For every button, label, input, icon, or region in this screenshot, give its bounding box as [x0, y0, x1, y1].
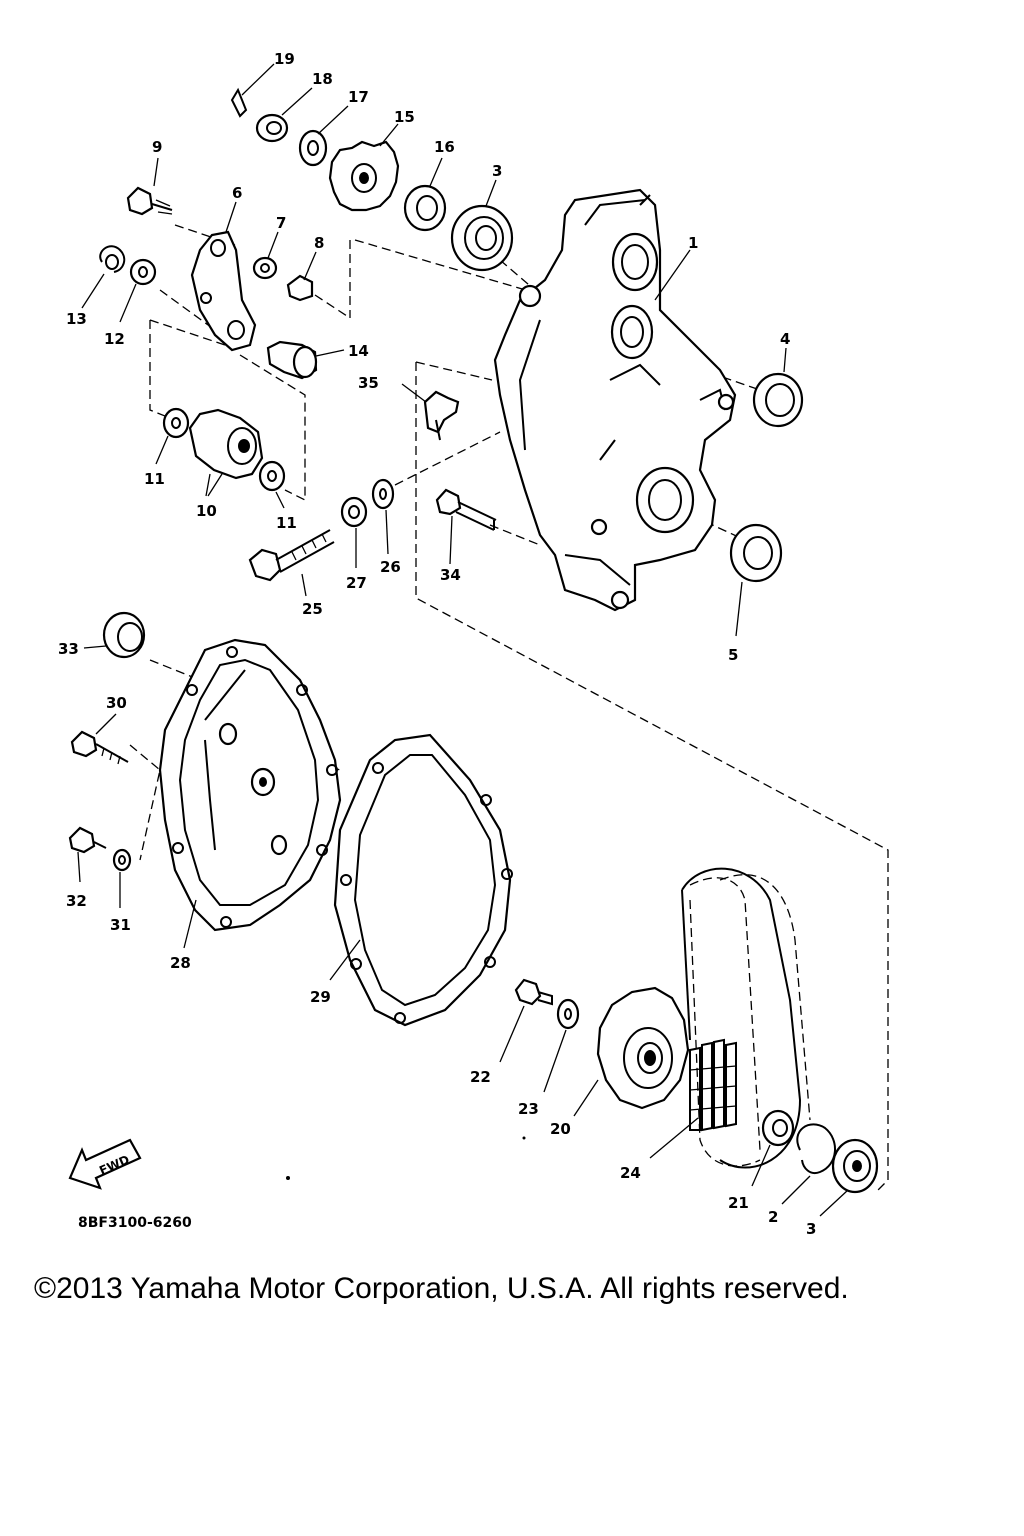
fitting-35 — [423, 390, 460, 441]
roller-10 — [188, 408, 264, 480]
callout-21: 21 — [728, 1194, 749, 1212]
washer-31 — [112, 848, 132, 872]
oil-seal-4 — [752, 372, 804, 428]
copyright-notice: ©2013 Yamaha Motor Corporation, U.S.A. A… — [34, 1272, 849, 1305]
callout-22: 22 — [470, 1068, 491, 1086]
callout-7: 7 — [276, 214, 286, 232]
cap-33 — [102, 611, 146, 659]
bolt-22 — [514, 978, 553, 1006]
chain-24 — [681, 867, 802, 1169]
fwd-arrow-icon: FWD — [68, 1138, 142, 1190]
callout-18: 18 — [312, 70, 333, 88]
bracket-arm-6 — [190, 230, 257, 352]
callout-28: 28 — [170, 954, 191, 972]
callout-35: 35 — [358, 374, 379, 392]
callouts: 19 18 17 15 16 3 9 6 7 8 1 13 12 14 35 4… — [58, 50, 816, 1238]
callout-23: 23 — [518, 1100, 539, 1118]
callout-27: 27 — [346, 574, 367, 592]
callout-19: 19 — [274, 50, 295, 68]
bolt-32 — [68, 826, 107, 854]
plug-8 — [286, 274, 314, 302]
circlip-2 — [796, 1123, 836, 1174]
nut-27 — [340, 496, 368, 528]
washer-12 — [129, 258, 157, 286]
callout-26: 26 — [380, 558, 401, 576]
washer-17 — [298, 129, 328, 167]
callout-5: 5 — [728, 646, 738, 664]
callout-20: 20 — [550, 1120, 571, 1138]
callout-29: 29 — [310, 988, 331, 1006]
callout-15: 15 — [394, 108, 415, 126]
callout-17: 17 — [348, 88, 369, 106]
cover-plate-28 — [158, 638, 342, 932]
callout-14: 14 — [348, 342, 369, 360]
callout-13: 13 — [66, 310, 87, 328]
callout-6: 6 — [232, 184, 242, 202]
diagram-code: 8BF3100-6260 — [78, 1215, 192, 1231]
callout-3b: 3 — [806, 1220, 816, 1238]
bolt-30 — [70, 730, 129, 765]
washer-23 — [556, 998, 580, 1030]
callout-34: 34 — [440, 566, 461, 584]
callout-16: 16 — [434, 138, 455, 156]
callout-3a: 3 — [492, 162, 502, 180]
bolt-34 — [435, 488, 497, 531]
callout-32: 32 — [66, 892, 87, 910]
sprocket-15 — [328, 140, 400, 212]
sprocket-20 — [596, 986, 690, 1110]
nut-18 — [255, 113, 289, 143]
washer-26 — [371, 478, 395, 510]
gasket-29 — [333, 733, 513, 1027]
bearing-3-upper — [450, 204, 514, 272]
washer-11b — [258, 460, 286, 492]
leader-lines — [77, 63, 849, 1217]
parts-lower — [68, 611, 879, 1194]
parts-upper — [99, 87, 804, 583]
bolt-9 — [126, 186, 173, 216]
washer-11a — [162, 407, 190, 439]
washer-7 — [252, 256, 278, 280]
pin-14 — [266, 340, 318, 380]
callout-11a: 11 — [144, 470, 165, 488]
callout-11b: 11 — [276, 514, 297, 532]
collar-21 — [761, 1109, 795, 1147]
bearing-3-lower — [831, 1138, 879, 1194]
bolt-25 — [248, 529, 335, 582]
callout-25: 25 — [302, 600, 323, 618]
crankcase-cover-part-1 — [493, 188, 737, 612]
collar-16 — [403, 184, 447, 232]
callout-9: 9 — [152, 138, 162, 156]
cotter-pin-19 — [230, 87, 248, 118]
callout-1: 1 — [688, 234, 698, 252]
callout-33: 33 — [58, 640, 79, 658]
oil-seal-5 — [729, 523, 783, 583]
callout-8: 8 — [314, 234, 324, 252]
circlip-13 — [99, 245, 126, 273]
callout-2: 2 — [768, 1208, 778, 1226]
callout-12: 12 — [104, 330, 125, 348]
callout-10: 10 — [196, 502, 217, 520]
callout-30: 30 — [106, 694, 127, 712]
callout-31: 31 — [110, 916, 131, 934]
callout-4: 4 — [780, 330, 790, 348]
callout-24: 24 — [620, 1164, 641, 1182]
